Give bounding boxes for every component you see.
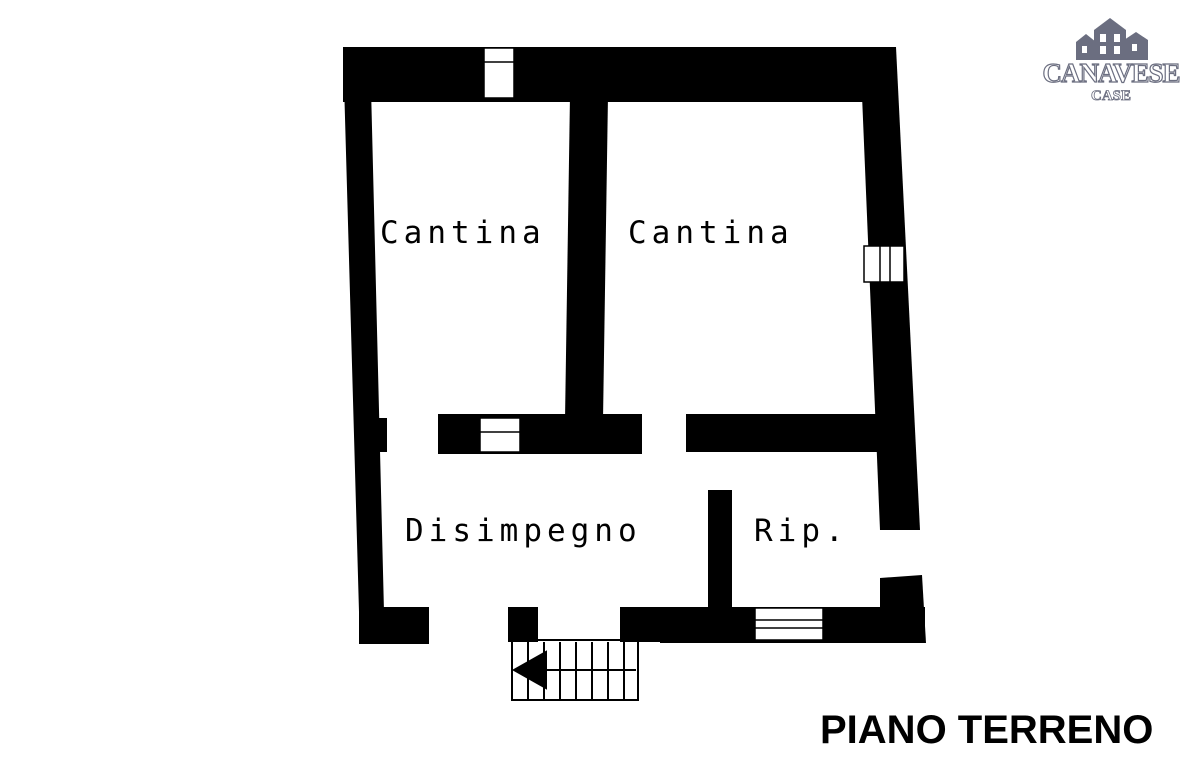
room-label-cantina-right: Cantina [628, 215, 794, 251]
houses-icon [1076, 18, 1148, 60]
wall-corner-right [880, 575, 926, 643]
logo-sub-text: CASE [1090, 88, 1132, 105]
wall-horizontal-right [686, 414, 906, 452]
walls [343, 47, 926, 644]
window-bottom [754, 607, 824, 641]
window-top [483, 47, 515, 99]
staircase [511, 639, 639, 701]
room-label-ripostiglio: Rip. [754, 513, 849, 549]
floor-title: PIANO TERRENO [820, 708, 1154, 752]
wall-bottom-center-2 [620, 607, 660, 642]
wall-right [860, 47, 920, 530]
room-label-disimpegno: Disimpegno [405, 513, 642, 549]
wall-stub-left [359, 418, 387, 452]
wall-left [343, 47, 384, 642]
windows [479, 47, 905, 641]
logo-brand-text: CANAVESE [1042, 57, 1181, 88]
wall-bottom-center [508, 607, 538, 642]
wall-bottom-left [359, 607, 429, 644]
stair-arrow-icon [511, 650, 547, 690]
wall-partition-cantine [565, 95, 608, 420]
room-label-cantina-left: Cantina [380, 215, 546, 251]
wall-top [343, 47, 896, 102]
wall-horizontal-left [438, 414, 642, 454]
window-right [863, 245, 905, 283]
canavese-case-logo: CANAVESE CASE [1036, 16, 1186, 105]
window-partition [479, 417, 521, 453]
